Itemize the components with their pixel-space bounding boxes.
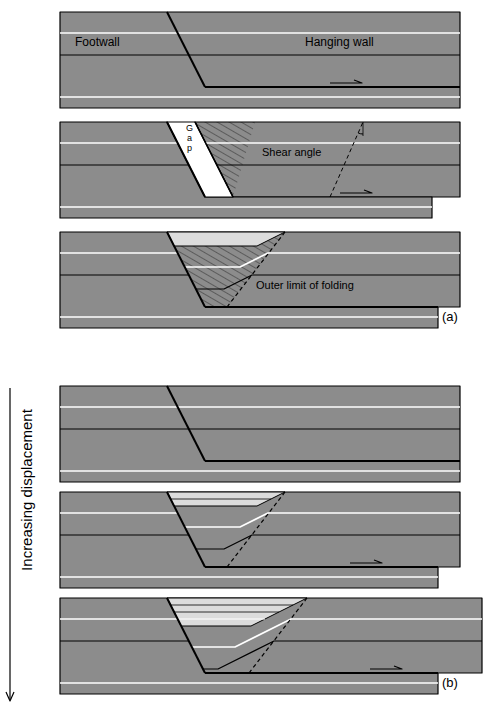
panel-collapse [60, 232, 460, 328]
fold-limit-label: Outer limit of folding [256, 279, 354, 292]
panel-b-middle [60, 492, 460, 588]
displacement-arrow [9, 388, 10, 699]
panel-gap [60, 122, 460, 218]
displacement-arrowhead [6, 692, 14, 701]
panel-b-final [60, 598, 482, 694]
hanging-wall-label: Hanging wall [305, 36, 374, 50]
axis-label: Increasing displacement [18, 409, 35, 571]
panel-initial [60, 12, 460, 108]
shear-angle-label: Shear angle [262, 146, 321, 159]
panel-b-initial [60, 386, 460, 482]
panel-letter: (b) [442, 676, 458, 691]
panel-letter: (a) [442, 310, 458, 325]
footwall-label: Footwall [75, 36, 120, 50]
gap-label: Gap [185, 124, 194, 154]
